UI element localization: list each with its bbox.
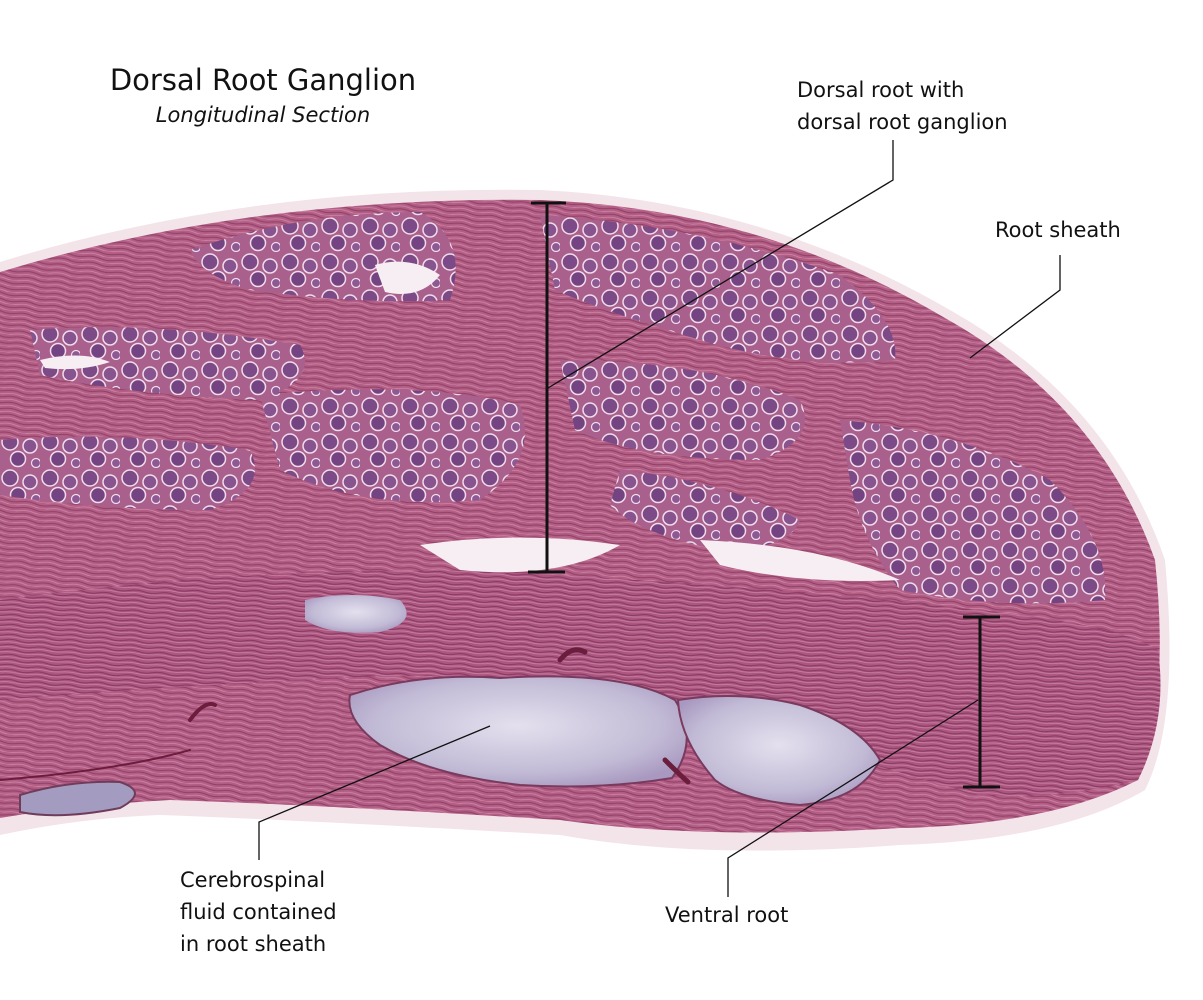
blood-streaks: [0, 647, 691, 785]
leader-line-ventral-root: [727, 699, 979, 897]
figure-title: Dorsal Root Ganglion: [109, 63, 417, 97]
label-cerebrospinal-fluid: Cerebrospinal fluid contained in root sh…: [180, 868, 337, 956]
leader-line-root-sheath: [969, 255, 1061, 359]
csf-pockets: [19, 595, 882, 817]
tissue-gaps: [40, 261, 900, 581]
label-dorsal-root: Dorsal root with dorsal root ganglion: [797, 78, 1008, 134]
label-ventral-root: Ventral root: [665, 903, 789, 927]
ventral-root-measure-bar: [963, 615, 1000, 789]
label-root-sheath: Root sheath: [995, 218, 1121, 242]
neuron-clusters: [0, 212, 1106, 604]
figure-subtitle: Longitudinal Section: [155, 103, 371, 127]
dorsal-root-measure-bar: [528, 201, 566, 574]
leader-lines: [258, 140, 1061, 897]
leader-line-dorsal-root: [547, 140, 894, 389]
leader-line-csf: [258, 725, 491, 860]
